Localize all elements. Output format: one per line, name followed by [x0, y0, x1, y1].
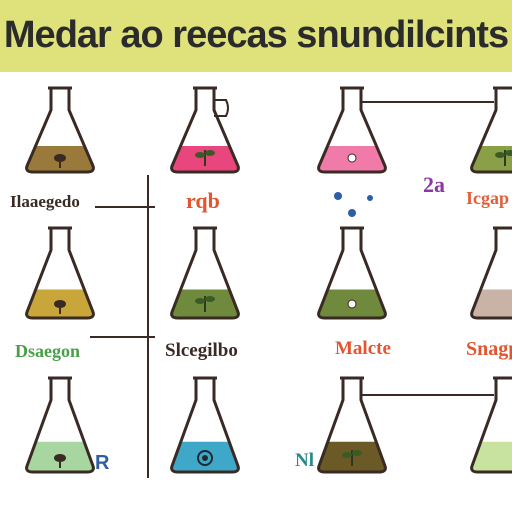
flask-r3-c1: [25, 376, 95, 474]
flask-r3-c3: [317, 376, 387, 474]
label-row1-col2: rqb: [186, 188, 220, 213]
label-row1-col1: Ilaaegedo: [10, 192, 80, 211]
leaf-icon: [495, 150, 512, 166]
flask-r1-c4: [470, 86, 512, 174]
plant-icon: [342, 450, 362, 466]
sprout-icon: [195, 150, 215, 166]
flask-outline: [25, 226, 95, 320]
flask-r1-c2: [170, 86, 240, 174]
label-row1-col4: Icgap: [466, 188, 510, 208]
droplet-icon: [367, 195, 373, 201]
flask-r2-c2: [170, 226, 240, 320]
seed-icon: [54, 454, 66, 468]
flask-outline: [317, 226, 387, 320]
flask-outline: [317, 376, 387, 474]
flask-outline: [25, 86, 95, 174]
bubble-icon: [347, 153, 357, 163]
blob-icon: [54, 300, 66, 314]
flask-outline: [170, 376, 240, 474]
flask-r3-c2: [170, 376, 240, 474]
flask-outline: [170, 226, 240, 320]
flask-outline: [470, 226, 512, 320]
label-row2-col2: Slcegilbo: [165, 340, 238, 361]
flask-liquid: [471, 289, 512, 318]
label-row1-col3: 2a: [423, 172, 445, 197]
flask-r2-c4: [470, 226, 512, 320]
label-row2-col3: Malcte: [335, 338, 391, 359]
cell-icon: [197, 450, 213, 466]
label-row2-col4: Snagp: [466, 338, 512, 360]
flask-outline: [170, 86, 240, 174]
flask-liquid: [471, 441, 512, 472]
flask-outline: [317, 86, 387, 174]
flask-r2-c1: [25, 226, 95, 320]
flask-r2-c3: [317, 226, 387, 320]
label-row3-r: R: [95, 452, 110, 474]
flask-handle: [214, 99, 229, 117]
droplet-icon: [348, 209, 356, 217]
label-row2-col1: Dsaegon: [15, 341, 81, 361]
page-title: Medar ao reecas snundilcints: [3, 14, 509, 56]
dot-icon: [347, 299, 357, 309]
flask-outline: [470, 86, 512, 174]
label-row3-nl: Nl: [295, 450, 314, 471]
plant-icon: [195, 296, 215, 312]
flask-r3-c4: [470, 376, 512, 474]
droplet-icon: [334, 192, 342, 200]
title-banner: Medar ao reecas snundilcints: [0, 0, 512, 72]
flask-outline: [470, 376, 512, 474]
seed-icon: [54, 154, 66, 168]
flask-r1-c3: [317, 86, 387, 174]
flask-r1-c1: [25, 86, 95, 174]
flask-outline: [25, 376, 95, 474]
